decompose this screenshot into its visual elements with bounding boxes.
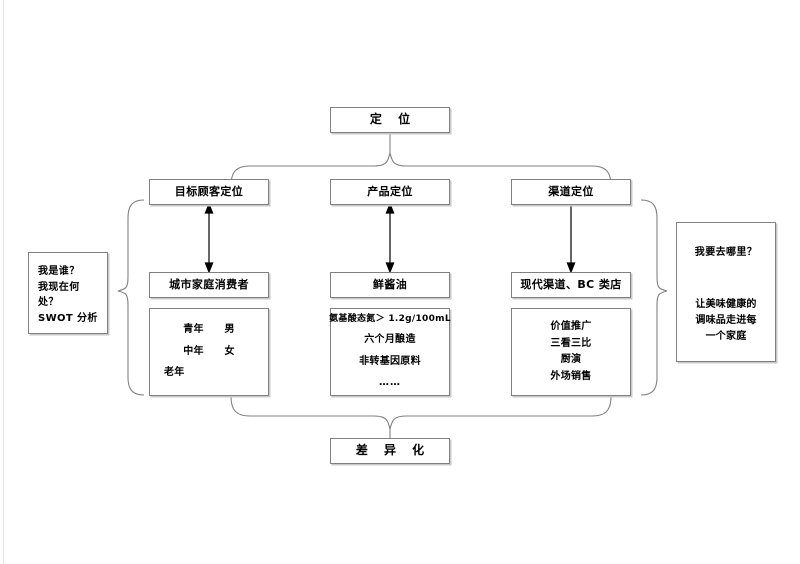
vision-statement-line-2: 调味品走进每 <box>695 315 757 326</box>
brace-right <box>640 199 668 396</box>
box-heading-target-customer[interactable]: 目标顾客定位 <box>149 179 269 205</box>
box-details-channel[interactable]: 价值推广 三看三比 厨演 外场销售 <box>511 308 631 396</box>
detail-line: 厨演 <box>560 354 582 365</box>
box-differentiation[interactable]: 差 异 化 <box>330 438 450 464</box>
detail-line: 六个月酿造 <box>364 334 416 346</box>
box-details-target-customer[interactable]: 青年 男 中年 女 老年 <box>149 308 269 396</box>
brace-left <box>117 199 145 396</box>
box-heading-channel[interactable]: 渠道定位 <box>511 179 631 205</box>
page-edge-line <box>3 0 4 564</box>
brace-bottom <box>230 395 612 430</box>
detail-line: 外场销售 <box>550 370 592 382</box>
detail-line: 氨基酸态氮＞ 1.2g/100mL <box>329 314 451 325</box>
detail-line: 价值推广 <box>550 321 592 332</box>
situation-question-line-2: 我现在何 <box>38 281 80 293</box>
box-subject-urban-family-consumer[interactable]: 城市家庭消费者 <box>149 272 269 298</box>
box-details-product[interactable]: 氨基酸态氮＞ 1.2g/100mL 六个月酿造 非转基因原料 …… <box>329 308 451 396</box>
box-heading-product[interactable]: 产品定位 <box>330 179 450 205</box>
box-situation-analysis[interactable]: 我是谁？ 我现在何 处？ SWOT 分析 <box>28 252 108 334</box>
arrow-column-1 <box>204 202 214 274</box>
detail-line: 中年 女 <box>183 345 235 357</box>
vision-question: 我要去哪里？ <box>694 247 758 258</box>
detail-line: 老年 <box>164 367 185 379</box>
detail-line: 青年 男 <box>183 324 235 336</box>
box-positioning-title[interactable]: 定 位 <box>330 107 450 133</box>
detail-line: 非转基因原料 <box>359 355 421 367</box>
detail-line-ellipsis: …… <box>379 377 401 389</box>
box-vision[interactable]: 我要去哪里？ 让美味健康的 调味品走进每 一个家庭 <box>676 222 776 362</box>
box-subject-fresh-soy-sauce[interactable]: 鲜酱油 <box>330 272 450 298</box>
situation-question-line-3: 处？ <box>38 297 59 308</box>
vision-statement-line-3: 一个家庭 <box>705 331 747 342</box>
situation-question-line-1: 我是谁？ <box>38 266 80 277</box>
detail-line: 三看三比 <box>550 337 592 349</box>
box-subject-modern-channel[interactable]: 现代渠道、BC 类店 <box>511 272 631 298</box>
arrow-column-2 <box>385 202 395 274</box>
vision-statement-line-1: 让美味健康的 <box>695 299 757 310</box>
situation-method: SWOT 分析 <box>38 312 98 324</box>
arrow-column-3 <box>566 205 576 274</box>
